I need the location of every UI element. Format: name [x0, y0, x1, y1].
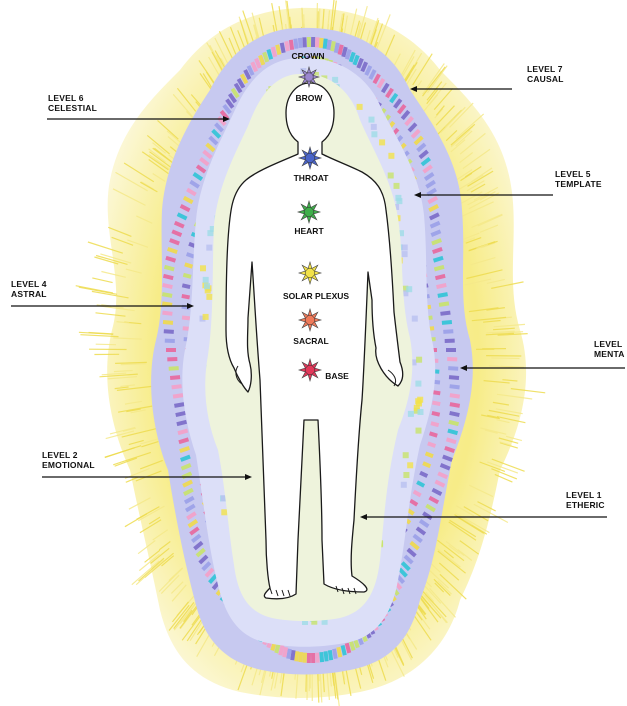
inner-dot	[418, 409, 424, 415]
band-tick	[307, 37, 311, 47]
level-1-line1: LEVEL 1	[566, 490, 602, 500]
inner-dot	[416, 428, 422, 434]
inner-dot	[403, 472, 409, 478]
inner-dot	[221, 509, 227, 515]
band-tick	[319, 38, 324, 48]
band-tick	[315, 37, 319, 47]
chakra-label-heart: HEART	[294, 226, 324, 236]
inner-dot	[379, 139, 385, 145]
band-tick	[165, 339, 175, 343]
inner-dot	[206, 245, 212, 251]
band-tick	[448, 366, 458, 371]
glow-strand	[79, 287, 117, 294]
inner-dot	[394, 183, 400, 189]
level-2-line1: LEVEL 2	[42, 450, 78, 460]
inner-dot	[401, 482, 407, 488]
chakra-label-crown: CROWN	[291, 51, 324, 61]
star-core	[305, 365, 314, 374]
inner-dot	[415, 381, 421, 387]
glow-strand	[92, 278, 112, 283]
star-core	[305, 73, 313, 81]
level-2-line2: EMOTIONAL	[42, 460, 95, 470]
band-tick	[164, 329, 174, 334]
inner-dot	[204, 283, 210, 289]
glow-strand	[96, 344, 116, 345]
band-tick	[445, 339, 455, 343]
inner-dot	[406, 286, 412, 292]
band-tick	[167, 357, 177, 361]
level-7-line1: LEVEL 7	[527, 64, 563, 74]
crown-star-icon	[299, 67, 319, 87]
level-4-line1: LEVEL 4	[11, 279, 47, 289]
inner-dot	[203, 277, 209, 283]
inner-dot	[396, 198, 402, 204]
inner-dot	[407, 462, 413, 468]
inner-dot	[371, 124, 377, 130]
band-tick	[315, 653, 319, 663]
level-5-line1: LEVEL 5	[555, 169, 591, 179]
level-3-line1: LEVEL	[594, 339, 622, 349]
star-core	[305, 153, 314, 162]
inner-dot	[371, 131, 377, 137]
inner-dot	[408, 411, 414, 417]
base-star-icon	[299, 359, 321, 381]
inner-dot	[403, 452, 409, 458]
inner-dot	[357, 104, 363, 110]
band-tick	[446, 348, 456, 352]
band-tick	[302, 37, 306, 47]
throat-star-icon	[299, 147, 321, 169]
chakra-label-base: BASE	[325, 371, 349, 381]
chakra-label-solar-plexus: SOLAR PLEXUS	[283, 291, 349, 301]
level-1-line2: ETHERIC	[566, 500, 605, 510]
band-tick	[311, 653, 315, 663]
band-tick	[307, 653, 311, 663]
star-core	[305, 268, 314, 277]
band-tick	[166, 348, 176, 352]
inner-dot	[203, 314, 209, 320]
band-tick	[303, 653, 307, 663]
inner-dot	[388, 153, 394, 159]
star-core	[305, 315, 314, 324]
band-tick	[311, 37, 315, 47]
solar-plexus-star-icon	[299, 262, 321, 284]
band-tick	[447, 357, 457, 361]
inner-dot	[332, 77, 338, 83]
inner-dot	[416, 357, 422, 363]
level-4-line2: ASTRAL	[11, 289, 47, 299]
inner-dot	[412, 316, 418, 322]
sacral-star-icon	[299, 309, 321, 331]
level-6-line2: CELESTIAL	[48, 103, 97, 113]
band-tick	[298, 652, 303, 662]
inner-dot	[402, 251, 408, 257]
level-5-line2: TEMPLATE	[555, 179, 602, 189]
band-tick	[319, 652, 324, 662]
band-tick	[298, 38, 303, 48]
chakra-label-brow: BROW	[296, 93, 324, 103]
band-tick	[169, 366, 179, 371]
glow-strand	[491, 358, 519, 359]
level-3-line2: MENTA	[594, 349, 625, 359]
inner-dot	[417, 397, 423, 403]
band-tick	[443, 329, 453, 334]
level-7-line2: CAUSAL	[527, 74, 564, 84]
level-6-line1: LEVEL 6	[48, 93, 84, 103]
glow-strand	[307, 672, 308, 700]
chakra-brow: BROW	[296, 93, 324, 103]
chakra-label-throat: THROAT	[294, 173, 330, 183]
inner-dot	[369, 117, 375, 123]
chakra-label-sacral: SACRAL	[293, 336, 328, 346]
heart-star-icon	[298, 201, 320, 223]
inner-dot	[200, 265, 206, 271]
inner-dot	[206, 294, 212, 300]
inner-dot	[388, 173, 394, 179]
star-core	[304, 207, 313, 216]
inner-dot	[402, 245, 408, 251]
